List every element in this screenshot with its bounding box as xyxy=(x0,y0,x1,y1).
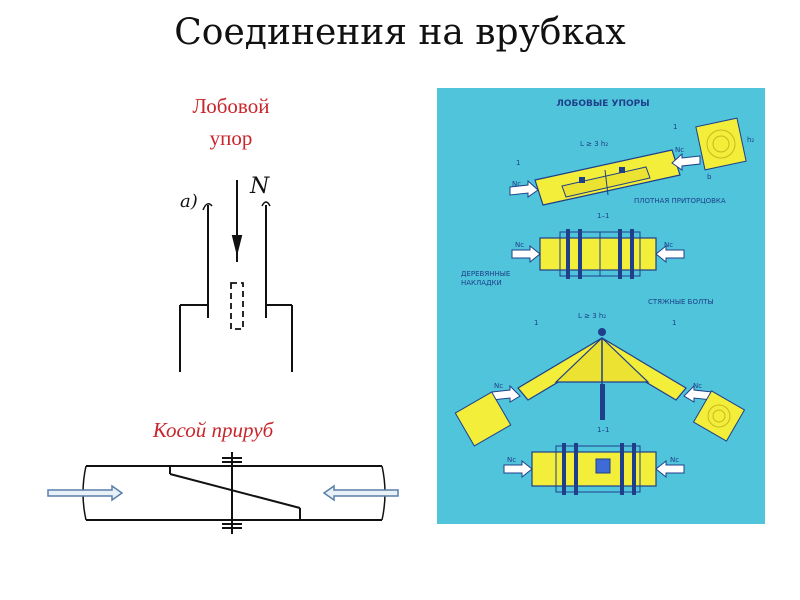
upper-plan-arrow-left xyxy=(511,244,541,264)
top-dim-h: h₂ xyxy=(747,136,754,144)
upper-plan-timber xyxy=(539,237,657,271)
upper-plan-bolts xyxy=(566,229,634,279)
ridge-grain-ring-1 xyxy=(712,409,726,423)
ridge-grain-ring-2 xyxy=(707,404,731,428)
lower-plan-timber xyxy=(531,451,657,487)
lower-plan-pads xyxy=(555,445,641,493)
top-section-mark-left: 1 xyxy=(516,159,520,167)
upper-nc-left: Nc xyxy=(515,241,524,249)
lobovoy-upor-label: Лобовой упор xyxy=(176,90,286,154)
kosoy-priruб-label: Косой прируб xyxy=(152,418,274,442)
top-nc-right: Nc xyxy=(675,146,684,154)
length-top-label: L ≥ 3 h₂ xyxy=(580,140,608,148)
ridge-nc-left: Nc xyxy=(494,382,503,390)
lower-plan-center-plate xyxy=(595,458,611,474)
lower-plan-arrow-right xyxy=(655,459,685,479)
wood-pads-label-2: НАКЛАДКИ xyxy=(461,279,502,287)
dowel-dashed xyxy=(230,282,244,330)
wood-pads-label-1: ДЕРЕВЯННЫЕ xyxy=(461,270,510,278)
upper-nc-right: Nc xyxy=(664,241,673,249)
mid-section-mark-left: 1 xyxy=(534,319,538,327)
sketch-a-label: a) xyxy=(180,191,198,212)
top-cross-section xyxy=(695,117,747,171)
mid-section-mark-right: 1 xyxy=(672,319,676,327)
ridge-nc-right: Nc xyxy=(693,382,702,390)
bolts-label: СТЯЖНЫЕ БОЛТЫ xyxy=(648,298,714,306)
oblique-force-arrows xyxy=(47,484,399,502)
frontal-stop-sketch xyxy=(179,180,293,372)
top-section-mark-right: 1 xyxy=(673,123,677,131)
upper-plan-arrow-right xyxy=(655,244,685,264)
right-force-arrow xyxy=(322,484,399,502)
lobovoy-line-1: Лобовой xyxy=(192,94,270,118)
top-bolt-2 xyxy=(619,167,625,173)
force-n-label: N xyxy=(249,174,270,199)
top-bolt-1 xyxy=(579,177,585,183)
lower-plan-arrow-left xyxy=(503,459,533,479)
reference-plate: ЛОБОВЫЕ УПОРЫ L ≥ 3 h₂ ПЛОТНАЯ ПРИТОРЦОВ… xyxy=(437,88,765,524)
top-inclined-member xyxy=(509,117,747,206)
top-grain-ring-2 xyxy=(706,129,736,159)
page-title: Соединения на врубках xyxy=(174,12,626,53)
lower-nc-left: Nc xyxy=(507,456,516,464)
top-force-arrow-right xyxy=(671,152,701,171)
lower-nc-right: Nc xyxy=(670,456,679,464)
beam-outline xyxy=(179,304,293,372)
top-nc-left: Nc xyxy=(512,180,521,188)
tight-fit-label: ПЛОТНАЯ ПРИТОРЦОВКА xyxy=(634,197,726,205)
lower-plan-bolts xyxy=(562,443,636,495)
ridge-joint xyxy=(454,328,746,447)
post-outline xyxy=(207,205,267,318)
force-arrowhead xyxy=(231,235,243,253)
lower-section-label: 1–1 xyxy=(597,426,609,434)
length-mid-label: L ≥ 3 h₂ xyxy=(578,312,606,320)
ridge-rod xyxy=(600,384,605,420)
left-force-arrow xyxy=(47,484,124,502)
ridge-nut xyxy=(598,328,606,336)
post-break-marks xyxy=(202,201,271,211)
upper-plan-view xyxy=(511,229,685,279)
ridge-section-left xyxy=(454,391,512,447)
lower-plan-view xyxy=(503,443,685,495)
top-joint-line xyxy=(604,169,609,196)
top-force-arrow-left xyxy=(509,179,539,198)
scarf-line xyxy=(169,466,301,520)
plate-title: ЛОБОВЫЕ УПОРЫ xyxy=(556,99,649,109)
lobovoy-line-2: упор xyxy=(209,126,253,150)
upper-section-label: 1–1 xyxy=(597,212,609,220)
joint-beam-edges xyxy=(86,465,382,521)
ridge-section-right xyxy=(692,390,746,442)
top-grain-ring-1 xyxy=(712,135,730,153)
top-dim-b: b xyxy=(707,173,712,181)
